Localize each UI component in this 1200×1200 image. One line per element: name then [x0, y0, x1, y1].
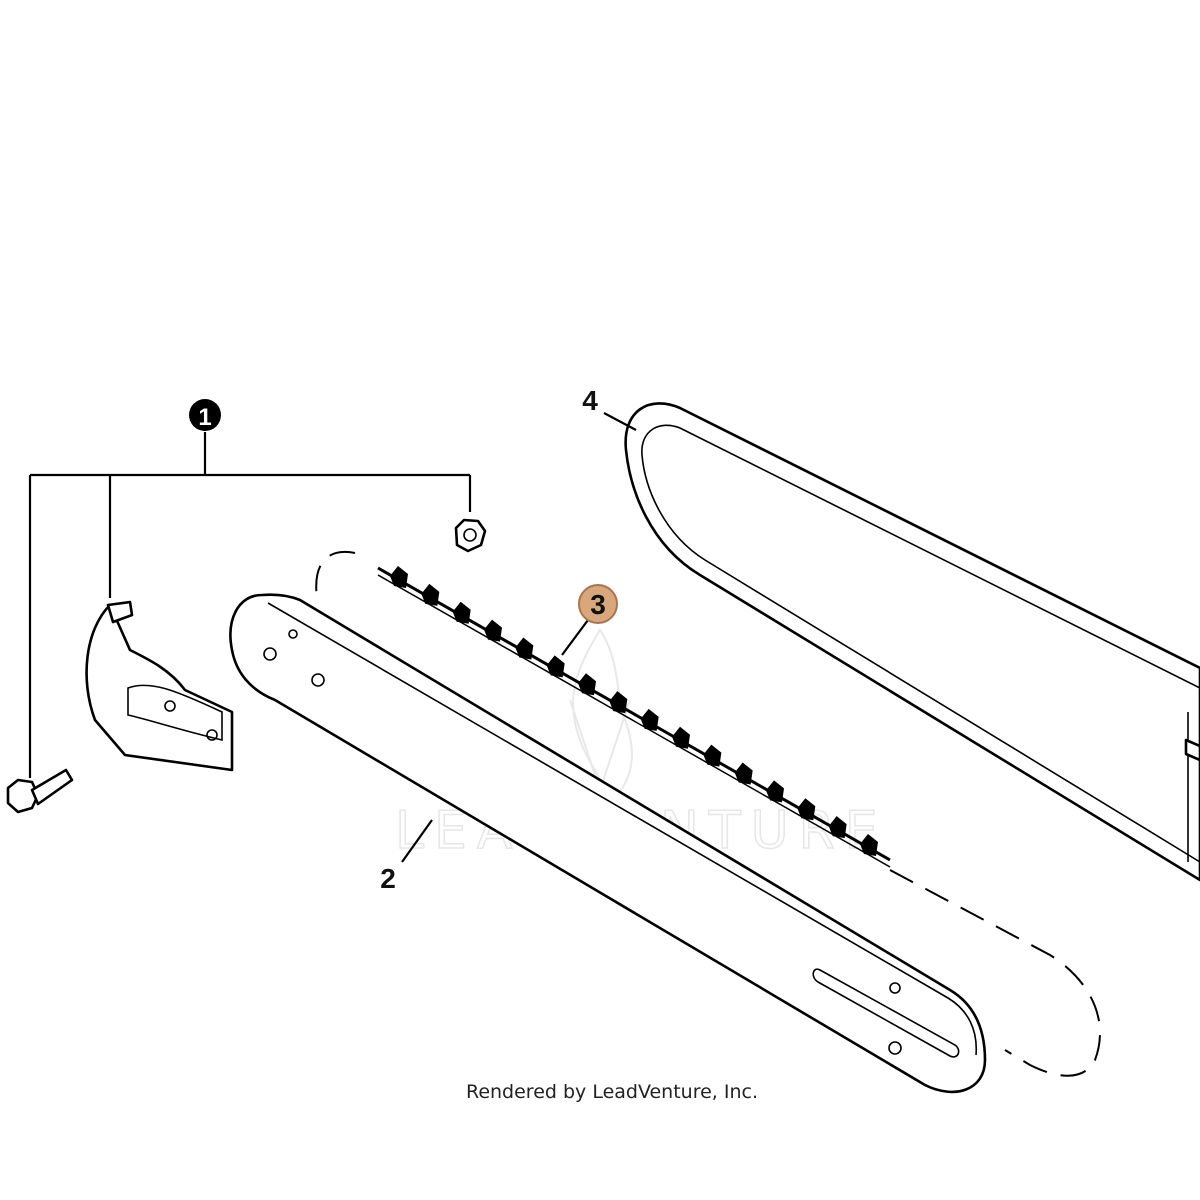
- chain-tooth: [828, 816, 847, 839]
- chain-loop-outline: [315, 551, 1101, 1077]
- leader-line-3: [561, 619, 589, 656]
- chain-tooth: [766, 780, 784, 803]
- chain-tooth: [390, 566, 408, 588]
- callout-3-label: 3: [590, 589, 606, 620]
- part-1-bolt[interactable]: [6, 768, 74, 814]
- callout-3[interactable]: 3: [578, 584, 618, 624]
- chain-tooth: [515, 637, 534, 660]
- chain-teeth: [390, 566, 878, 856]
- part-3-saw-chain[interactable]: [377, 566, 891, 868]
- callout-3-highlight: [578, 584, 618, 624]
- callout-4[interactable]: 4: [582, 385, 598, 416]
- leader-line-2: [401, 819, 433, 863]
- chain-tooth: [452, 601, 471, 624]
- chain-tooth: [640, 708, 659, 731]
- part-1-nut[interactable]: [454, 518, 487, 553]
- chain-tooth: [672, 726, 690, 749]
- chain-tooth: [546, 655, 565, 678]
- callout-1-label: 1: [198, 404, 211, 431]
- chain-tooth: [734, 762, 753, 785]
- part-2-guide-bar[interactable]: [229, 593, 987, 1094]
- leader-lines-1: [28, 432, 472, 778]
- callout-2-label: 2: [380, 863, 396, 894]
- chain-tooth: [609, 691, 628, 714]
- credit-text: Rendered by LeadVenture, Inc.: [466, 1081, 758, 1103]
- callout-2[interactable]: 2: [380, 863, 396, 894]
- callout-1[interactable]: 1: [189, 399, 221, 431]
- chain-tooth: [703, 744, 722, 767]
- part-1-side-plate[interactable]: [85, 600, 234, 772]
- chain-tooth: [860, 834, 878, 856]
- leader-line-4: [603, 412, 637, 431]
- part-4-bar-cover[interactable]: [624, 402, 1200, 882]
- chain-tooth: [578, 673, 596, 696]
- callout-4-label: 4: [582, 385, 598, 416]
- chain-tooth: [421, 583, 440, 606]
- chain-tooth: [484, 619, 502, 642]
- chain-tooth: [797, 798, 816, 821]
